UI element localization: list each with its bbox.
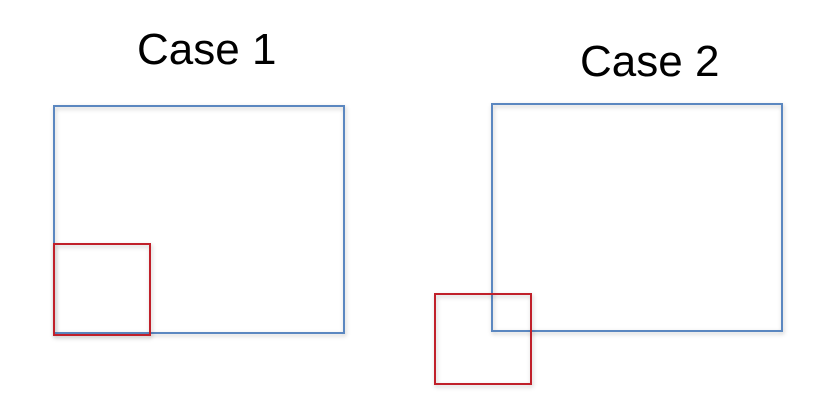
case-2-title: Case 2 bbox=[580, 37, 720, 86]
case-1-title: Case 1 bbox=[137, 25, 277, 74]
case-2-large-rectangle bbox=[491, 103, 783, 332]
case-1-large-rectangle bbox=[53, 105, 345, 334]
case-1-small-rectangle bbox=[53, 243, 151, 336]
case-2-small-rectangle bbox=[434, 293, 532, 385]
